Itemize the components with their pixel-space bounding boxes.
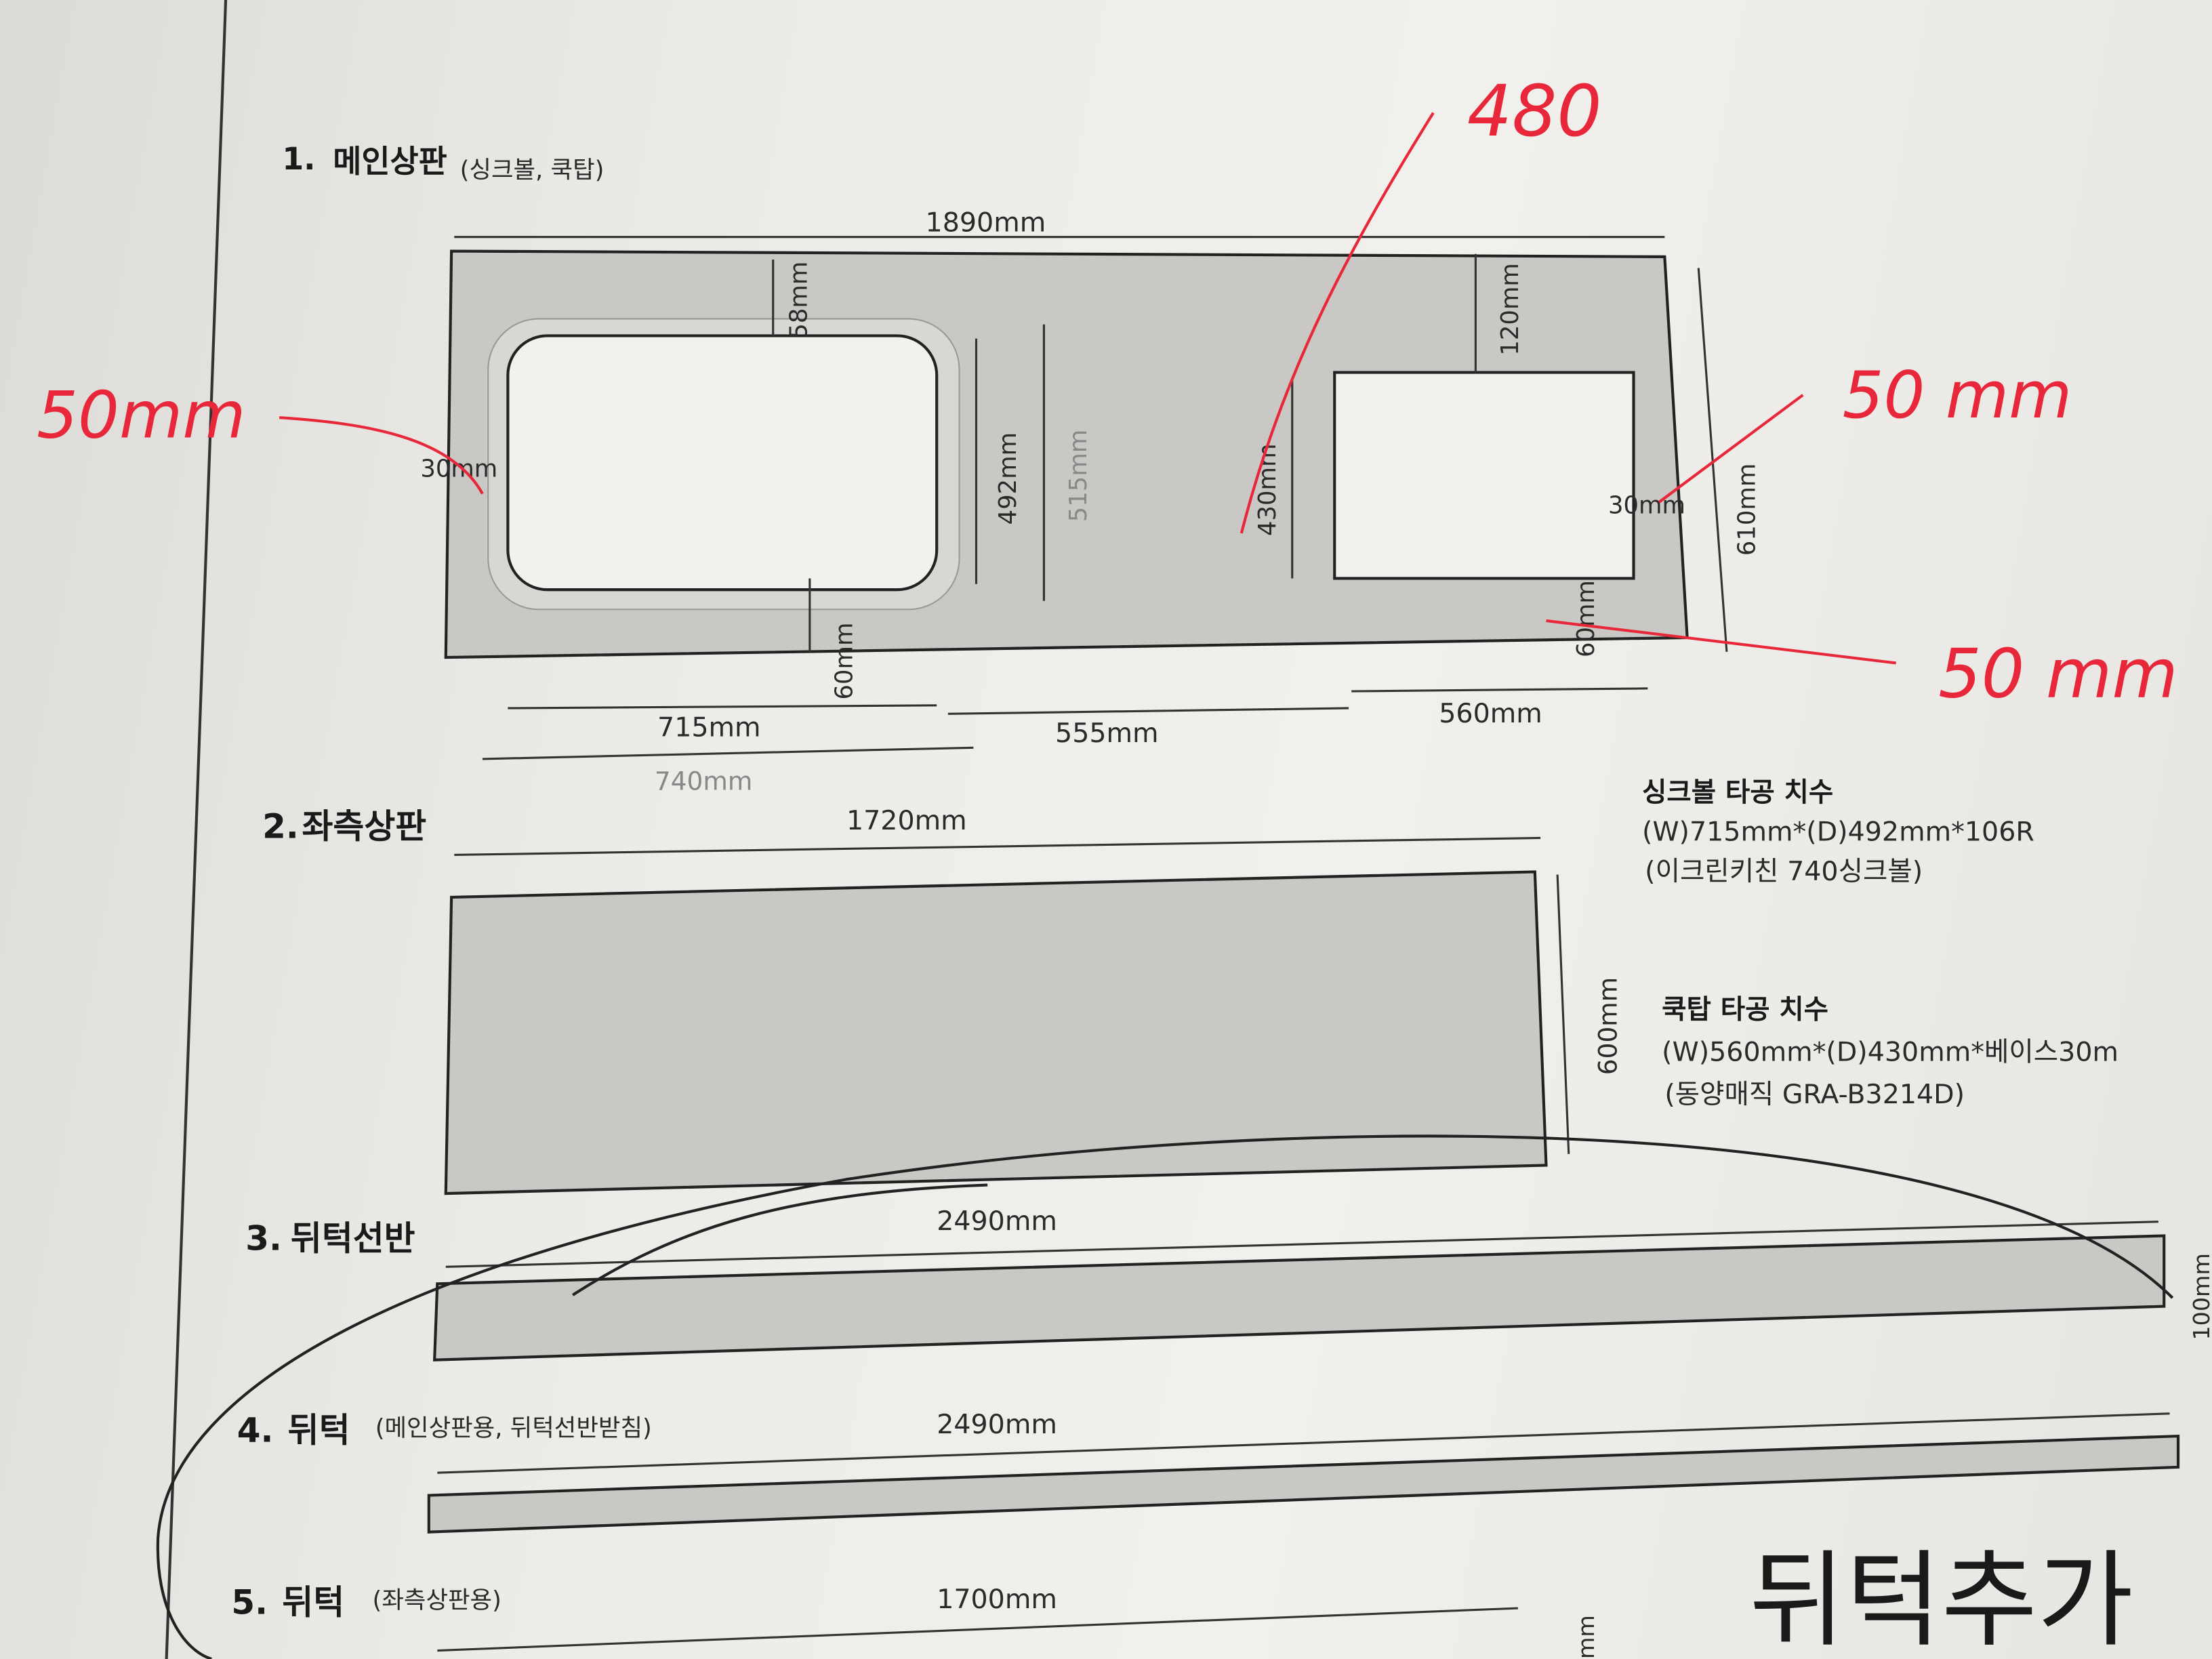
backsplash-main-width-label: 2490mm bbox=[937, 1409, 1057, 1440]
section-1-number: 1. bbox=[282, 140, 315, 177]
shelf-depth-label: 100mm bbox=[2188, 1253, 2212, 1340]
cooktop-note-title: 쿡탑 타공 치수 bbox=[1662, 994, 1828, 1025]
backsplash-left-width-label: 1700mm bbox=[937, 1584, 1057, 1615]
shelf-panel bbox=[432, 1234, 2166, 1361]
sink-note-title: 싱크볼 타공 치수 bbox=[1642, 777, 1833, 808]
sink-note-model: (이크린키친 740싱크볼) bbox=[1645, 856, 1923, 887]
gap-label: 555mm bbox=[1055, 718, 1159, 749]
sink-outer-width-label: 740mm bbox=[655, 766, 752, 796]
section-3-title: 뒤턱선반 bbox=[291, 1218, 415, 1258]
cooktop-right-margin-label: 30mm bbox=[1608, 492, 1685, 520]
sink-left-margin-label: 30mm bbox=[420, 455, 497, 483]
cooktop-bottom-margin-label: 60mm bbox=[1572, 580, 1600, 657]
section-4-number: 4. bbox=[237, 1410, 274, 1450]
cooktop-top-margin-label: 120mm bbox=[1496, 263, 1524, 355]
sink-depth-label: 492mm bbox=[994, 432, 1022, 525]
backsplash-main-panel bbox=[427, 1434, 2180, 1534]
section-3-number: 3. bbox=[245, 1218, 282, 1258]
section-5-title: 뒤턱 bbox=[282, 1582, 344, 1622]
hand-drawn-curve bbox=[156, 1134, 2174, 1659]
cooktop-note-model: (동양매직 GRA-B3214D) bbox=[1664, 1079, 1965, 1110]
hand-drawn-arrow bbox=[572, 1183, 988, 1296]
cooktop-note-dims: (W)560mm*(D)430mm*베이스30m bbox=[1662, 1036, 2118, 1067]
main-depth-label: 610mm bbox=[1734, 464, 1761, 556]
red-note-50mm-right: 50 mm bbox=[1843, 357, 2072, 433]
left-top-width-label: 1720mm bbox=[846, 805, 967, 836]
shelf-width-label: 2490mm bbox=[937, 1206, 1057, 1237]
cooktop-depth-label: 430mm bbox=[1254, 444, 1282, 536]
sink-note-dims: (W)715mm*(D)492mm*106R bbox=[1642, 817, 2034, 848]
red-note-50mm-bottom: 50 mm bbox=[1938, 634, 2178, 713]
section-1-title: 메인상판 bbox=[333, 143, 447, 180]
cooktop-width-label: 560mm bbox=[1439, 698, 1542, 729]
section-5-subtitle: (좌측상판용) bbox=[373, 1586, 501, 1614]
left-top-depth-label: 600mm bbox=[1593, 977, 1623, 1075]
sink-outer-depth-label: 515mm bbox=[1065, 430, 1092, 522]
red-note-480: 480 bbox=[1467, 70, 1602, 152]
section-4-subtitle: (메인상판용, 뒤턱선반받침) bbox=[375, 1414, 652, 1442]
cooktop-cutout bbox=[1333, 371, 1635, 580]
section-4-title: 뒤턱 bbox=[288, 1410, 350, 1450]
section-1-subtitle: (싱크볼, 쿡탑) bbox=[460, 156, 605, 184]
red-note-50mm-left: 50mm bbox=[37, 377, 245, 453]
red-annotation-lines bbox=[279, 112, 1896, 665]
handwritten-note: 뒤턱추가 bbox=[1749, 1540, 2133, 1659]
backsplash-left-depth-label: mm bbox=[1573, 1615, 1599, 1659]
sink-top-margin-label: 58mm bbox=[785, 262, 813, 339]
sink-cutout bbox=[506, 334, 939, 592]
section-5-number: 5. bbox=[231, 1582, 268, 1622]
sink-width-label: 715mm bbox=[657, 712, 761, 743]
sink-bottom-margin-label: 60mm bbox=[830, 623, 858, 700]
main-width-label: 1890mm bbox=[926, 207, 1046, 238]
left-top-panel bbox=[444, 870, 1548, 1195]
section-2-number: 2. bbox=[262, 806, 299, 846]
section-2-title: 좌측상판 bbox=[302, 806, 426, 846]
margin-line bbox=[165, 0, 228, 1659]
